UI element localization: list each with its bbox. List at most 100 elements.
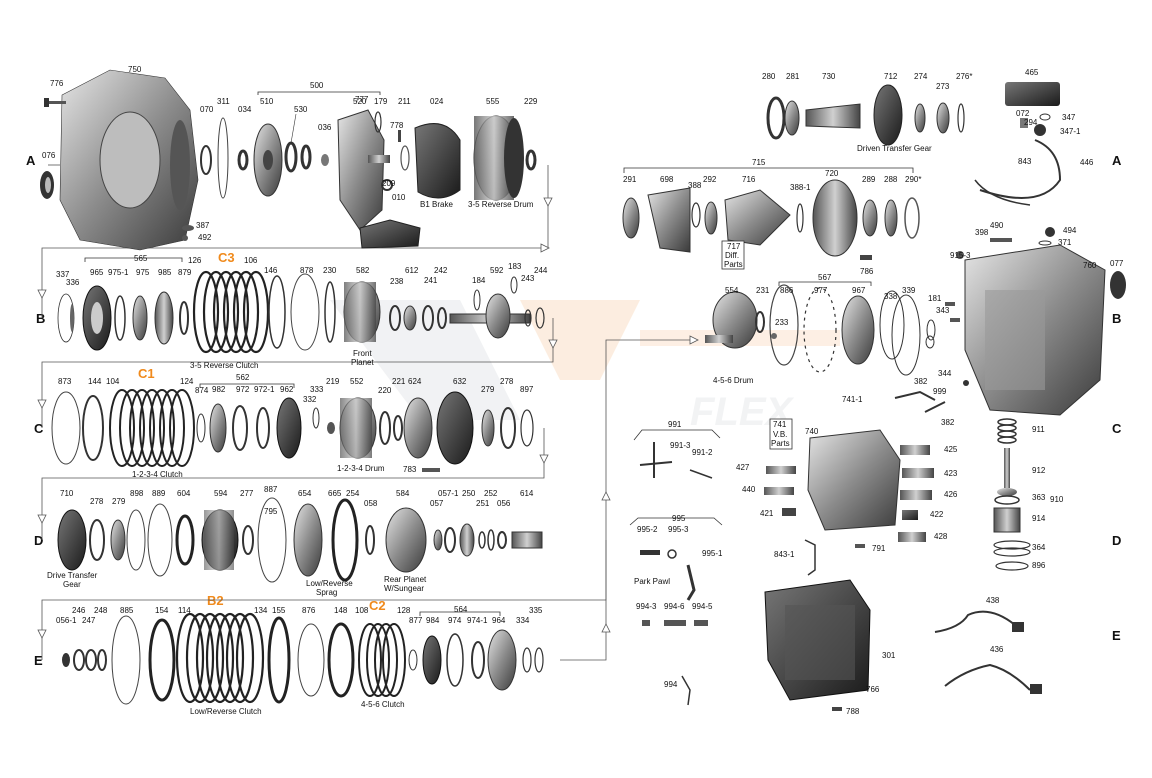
part-label-p134: 134 bbox=[254, 606, 268, 615]
part-label-p972: 972 bbox=[236, 385, 250, 394]
part-label-p494: 494 bbox=[1063, 226, 1077, 235]
part-label-p364: 364 bbox=[1032, 543, 1046, 552]
part-label-p247: 247 bbox=[82, 616, 96, 625]
part-label-p209: 209 bbox=[382, 179, 396, 188]
group-label-c2: C2 bbox=[369, 598, 386, 613]
part-label-p280: 280 bbox=[762, 72, 776, 81]
part-label-p510: 510 bbox=[260, 97, 274, 106]
part-label-p984: 984 bbox=[426, 616, 440, 625]
differential-group bbox=[622, 167, 920, 270]
caption-drum-456: 4-5-6 Drum bbox=[713, 376, 754, 385]
part-label-p995: 995 bbox=[672, 514, 686, 523]
part-label-p750: 750 bbox=[128, 65, 142, 74]
park-pawl-group bbox=[629, 517, 723, 706]
part-label-p760: 760 bbox=[1083, 261, 1097, 270]
part-label-p741: 741 bbox=[773, 420, 787, 429]
part-label-p337: 337 bbox=[56, 270, 70, 279]
part-label-p229: 229 bbox=[524, 97, 538, 106]
group-label-c1: C1 bbox=[138, 366, 155, 381]
caption-b1-brake: B1 Brake bbox=[420, 200, 453, 209]
part-label-p254: 254 bbox=[346, 489, 360, 498]
row-label-c-left: C bbox=[34, 421, 44, 436]
row-d-parts bbox=[57, 497, 543, 583]
valve-body-group bbox=[764, 390, 946, 576]
part-label-p788: 788 bbox=[846, 707, 860, 716]
part-label-p126: 126 bbox=[188, 256, 202, 265]
vb-parts-box bbox=[769, 418, 793, 450]
part-label-p106: 106 bbox=[244, 256, 258, 265]
caption-clutch-1234: 1-2-3-4 Clutch bbox=[132, 470, 183, 479]
part-label-p715: 715 bbox=[752, 158, 766, 167]
part-label-p889: 889 bbox=[152, 489, 166, 498]
part-label-p436: 436 bbox=[990, 645, 1004, 654]
caption-lr-sprag: Low/Reverse bbox=[306, 579, 353, 588]
part-label-p492: 492 bbox=[198, 233, 212, 242]
part-label-p912: 912 bbox=[1032, 466, 1046, 475]
part-label-p343: 343 bbox=[936, 306, 950, 315]
caption-vb-parts2: Parts bbox=[771, 439, 790, 448]
part-label-p184: 184 bbox=[472, 276, 486, 285]
part-label-p238: 238 bbox=[390, 277, 404, 286]
part-label-p994: 994 bbox=[664, 680, 678, 689]
part-label-p446: 446 bbox=[1080, 158, 1094, 167]
part-label-p388: 388 bbox=[688, 181, 702, 190]
part-label-p974: 974 bbox=[448, 616, 462, 625]
caption-reverse-drum: 3-5 Reverse Drum bbox=[468, 200, 534, 209]
part-label-p911: 911 bbox=[1032, 425, 1045, 434]
part-label-p592: 592 bbox=[490, 266, 504, 275]
part-label-p382: 382 bbox=[914, 377, 928, 386]
part-label-p242: 242 bbox=[434, 266, 448, 275]
part-label-p332: 332 bbox=[303, 395, 317, 404]
part-label-p070: 070 bbox=[200, 105, 214, 114]
part-label-p720: 720 bbox=[825, 169, 839, 178]
part-label-p333: 333 bbox=[310, 385, 324, 394]
row-label-c-right: C bbox=[1112, 421, 1122, 436]
part-label-p231: 231 bbox=[756, 286, 770, 295]
part-label-p428: 428 bbox=[934, 532, 948, 541]
part-label-p154: 154 bbox=[155, 606, 169, 615]
part-label-p991: 991 bbox=[668, 420, 682, 429]
part-label-p914: 914 bbox=[1032, 514, 1046, 523]
part-label-p277: 277 bbox=[240, 489, 254, 498]
part-label-p885: 885 bbox=[120, 606, 134, 615]
part-label-p786: 786 bbox=[860, 267, 874, 276]
drum-456-group bbox=[705, 281, 969, 386]
part-label-p730: 730 bbox=[822, 72, 836, 81]
part-label-p567: 567 bbox=[818, 273, 832, 282]
row-label-e-left: E bbox=[34, 653, 43, 668]
part-label-p279d: 279 bbox=[112, 497, 126, 506]
caption-rear-planet: Rear Planet bbox=[384, 575, 427, 584]
part-label-p974-1: 974-1 bbox=[467, 616, 488, 625]
part-label-p975-1: 975-1 bbox=[108, 268, 129, 277]
part-label-p530: 530 bbox=[294, 105, 308, 114]
part-label-p562: 562 bbox=[236, 373, 250, 382]
part-label-p995-3: 995-3 bbox=[668, 525, 689, 534]
accumulator-stack bbox=[993, 418, 1031, 571]
part-label-p010: 010 bbox=[392, 193, 406, 202]
part-label-p347-1: 347-1 bbox=[1060, 127, 1081, 136]
part-label-p221: 221 bbox=[392, 377, 406, 386]
part-label-p776: 776 bbox=[50, 79, 64, 88]
part-label-p965: 965 bbox=[90, 268, 104, 277]
caption-lr-sprag2: Sprag bbox=[316, 588, 337, 597]
part-label-p520: 520 bbox=[353, 97, 367, 106]
part-label-p994-3: 994-3 bbox=[636, 602, 657, 611]
part-label-p886: 886 bbox=[780, 286, 794, 295]
part-label-p843-1: 843-1 bbox=[774, 550, 795, 559]
part-label-p425: 425 bbox=[944, 445, 958, 454]
part-label-p421: 421 bbox=[760, 509, 774, 518]
part-label-p335: 335 bbox=[529, 606, 543, 615]
part-label-p230: 230 bbox=[323, 266, 337, 275]
part-label-p777: 777 bbox=[355, 95, 369, 104]
part-label-p183: 183 bbox=[508, 262, 522, 271]
part-label-p144: 144 bbox=[88, 377, 102, 386]
part-label-p387: 387 bbox=[196, 221, 210, 230]
part-label-p336: 336 bbox=[66, 278, 80, 287]
row-labels: A B C D E A B C D E bbox=[26, 153, 1122, 668]
driven-transfer-group bbox=[766, 84, 965, 146]
part-label-p338: 338 bbox=[884, 292, 898, 301]
part-label-p276: 276* bbox=[956, 72, 972, 81]
part-label-p388-1: 388-1 bbox=[790, 183, 811, 192]
part-label-p898: 898 bbox=[130, 489, 144, 498]
caption-diff-parts2: Parts bbox=[724, 260, 743, 269]
